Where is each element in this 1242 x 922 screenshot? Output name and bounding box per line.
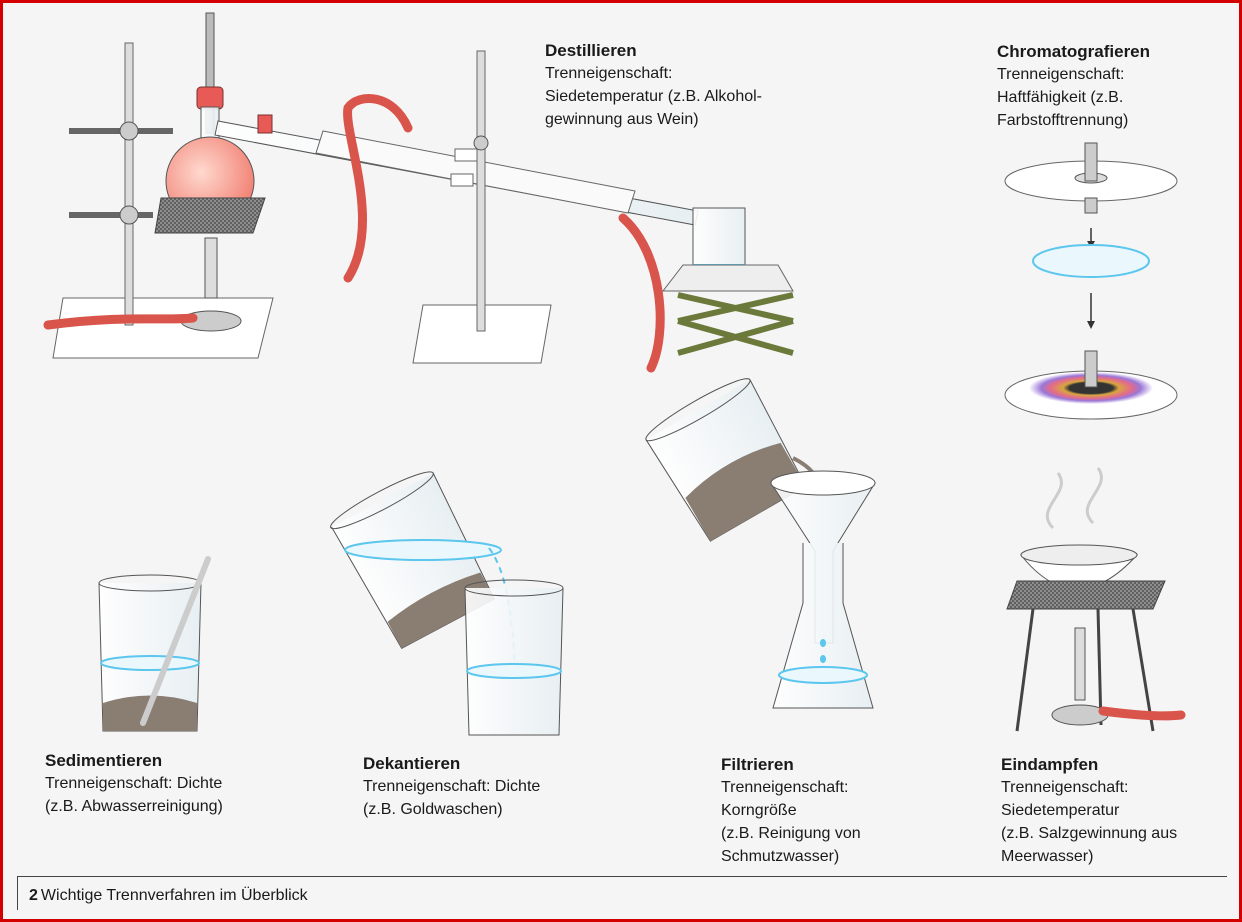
petri-dish xyxy=(1032,244,1150,278)
stand-rod-left xyxy=(124,42,134,326)
illustration xyxy=(43,12,1186,736)
chromatografieren-line: Farbstofftrennung) xyxy=(997,112,1129,129)
caption-number: 2 xyxy=(29,887,38,904)
gas-hose-right xyxy=(1098,706,1186,721)
erlenmeyer-flask xyxy=(772,543,874,709)
tripod-stand xyxy=(1015,608,1155,732)
eindampfen-title: Eindampfen xyxy=(1001,755,1099,774)
label-eindampfen: Eindampfen Trenneigenschaft: Siedetemper… xyxy=(1001,753,1177,868)
destillieren-line: Siedetemperatur (z.B. Alkohol- xyxy=(545,88,762,105)
sedimentation-beaker xyxy=(98,556,211,732)
dekantieren-line: Trenneigenschaft: Dichte xyxy=(363,778,541,795)
sedimentieren-line: Trenneigenschaft: Dichte xyxy=(45,775,223,792)
sedimentieren-title: Sedimentieren xyxy=(45,751,163,770)
stand-base-left xyxy=(52,297,274,359)
destillieren-line: Trenneigenschaft: xyxy=(545,65,673,82)
gas-hose-left xyxy=(43,313,198,330)
label-dekantieren: Dekantieren Trenneigenschaft: Dichte (z.… xyxy=(363,752,540,821)
caption-divider-stub xyxy=(17,876,18,910)
label-chromatografieren: Chromatografieren Trenneigenschaft: Haft… xyxy=(997,40,1150,132)
distillation-apparatus xyxy=(43,12,794,373)
bunsen-burner xyxy=(204,237,218,299)
eindampfen-line: Meerwasser) xyxy=(1001,848,1094,865)
dekantieren-line: (z.B. Goldwaschen) xyxy=(363,801,503,818)
dekantieren-title: Dekantieren xyxy=(363,754,461,773)
decanting-beakers xyxy=(330,471,564,736)
caption-text: Wichtige Trennverfahren im Überblick xyxy=(40,887,308,904)
filtrieren-title: Filtrieren xyxy=(721,755,794,774)
destillieren-line: gewinnung aus Wein) xyxy=(545,111,699,128)
chromatografieren-line: Trenneigenschaft: xyxy=(997,66,1125,83)
evaporation-setup xyxy=(1006,467,1186,732)
filtrieren-line: Korngröße xyxy=(721,802,797,819)
label-destillieren: Destillieren Trenneigenschaft: Siedetemp… xyxy=(545,39,762,131)
chromatogram xyxy=(1029,372,1153,404)
filtrieren-line: Trenneigenschaft: xyxy=(721,779,849,796)
filtrieren-line: (z.B. Reinigung von xyxy=(721,825,861,842)
eindampfen-line: Siedetemperatur xyxy=(1001,802,1120,819)
eindampfen-line: Trenneigenschaft: xyxy=(1001,779,1129,796)
destillieren-title: Destillieren xyxy=(545,41,637,60)
eindampfen-line: (z.B. Salzgewinnung aus xyxy=(1001,825,1178,842)
chromatografieren-title: Chromatografieren xyxy=(997,42,1151,61)
chromatografieren-line: Haftfähigkeit (z.B. xyxy=(997,89,1124,106)
label-sedimentieren: Sedimentieren Trenneigenschaft: Dichte (… xyxy=(45,749,223,818)
water-hose-in xyxy=(343,93,413,283)
label-filtrieren: Filtrieren Trenneigenschaft: Korngröße (… xyxy=(721,753,861,868)
sedimentieren-line: (z.B. Abwasserreinigung) xyxy=(45,798,223,815)
filtration-setup xyxy=(645,378,876,709)
wire-gauze xyxy=(1006,580,1166,610)
lab-jack xyxy=(677,292,794,356)
glass-rod xyxy=(140,556,211,726)
chromatography-apparatus xyxy=(1004,142,1178,420)
caption-divider xyxy=(17,876,1227,877)
filtrieren-line: Schmutzwasser) xyxy=(721,848,840,865)
stand-base-middle xyxy=(412,304,552,364)
water-hose-out xyxy=(618,213,665,373)
